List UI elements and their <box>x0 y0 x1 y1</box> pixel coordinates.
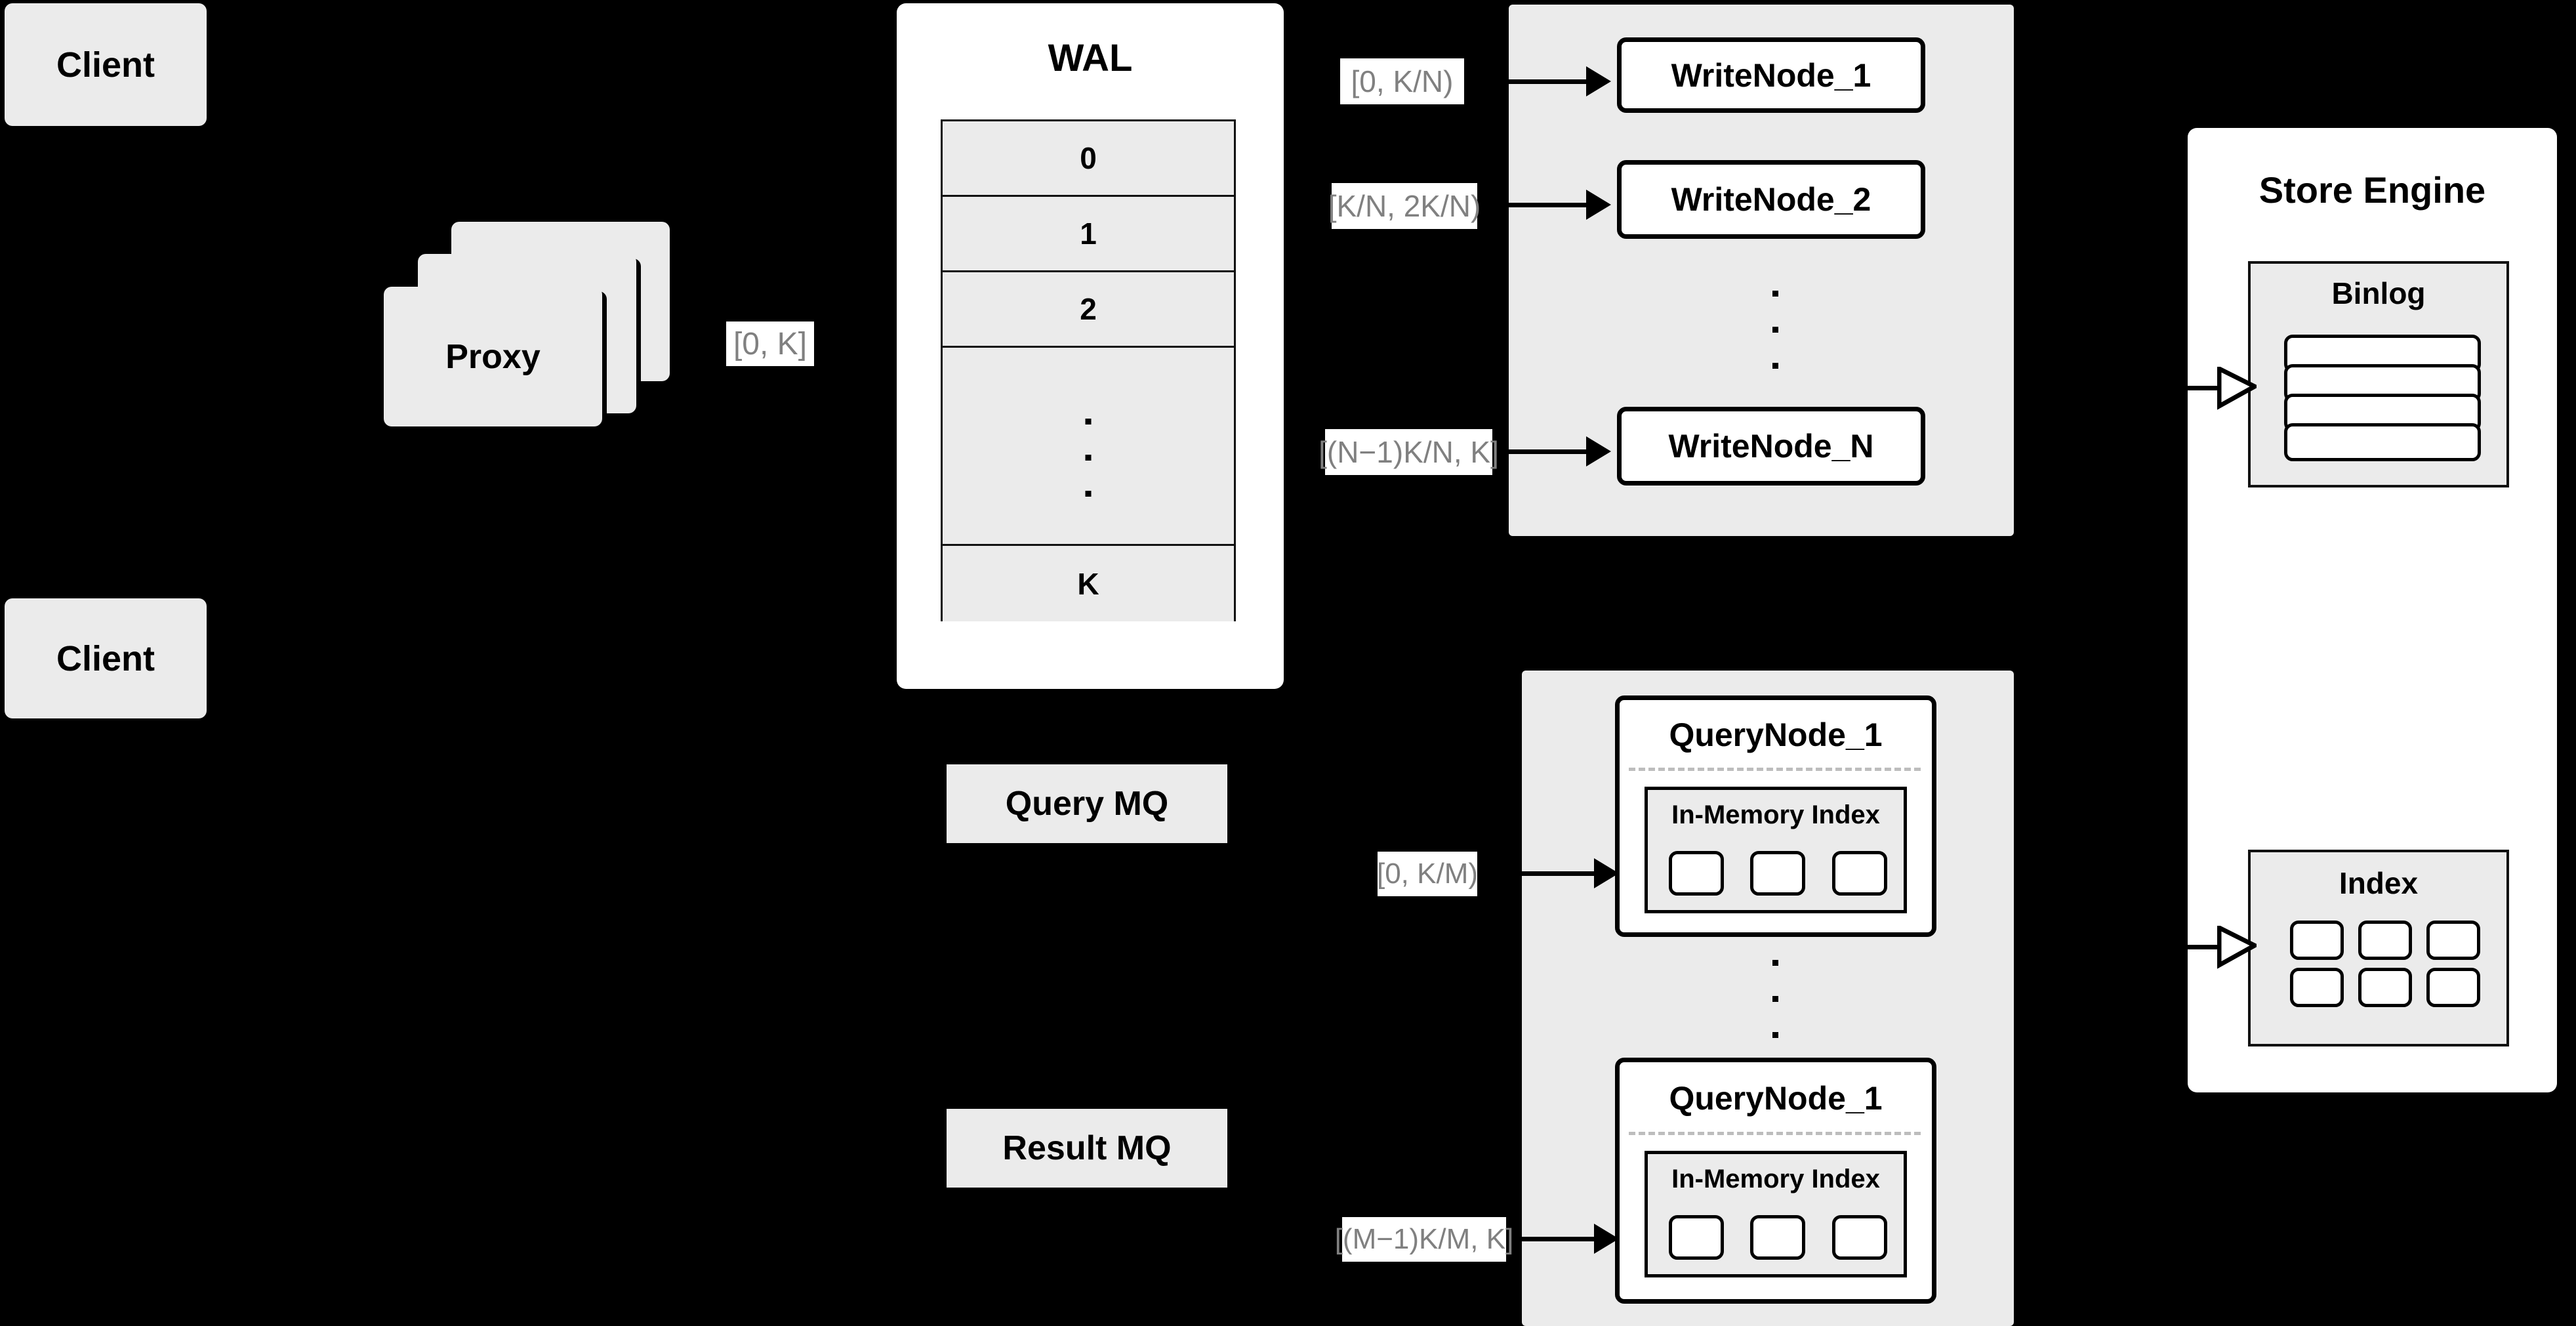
index-title: Index <box>2339 866 2419 900</box>
write-node-2-range-label: [K/N, 2K/N) <box>1328 183 1481 229</box>
query-node-2-box[interactable]: QueryNode_1 In-Memory Index <box>1615 1058 1936 1304</box>
client-label-2: Client <box>56 638 155 678</box>
index-cell-r2c1[interactable] <box>2290 968 2344 1007</box>
write-node-2-label: WriteNode_2 <box>1671 181 1871 218</box>
client-box-2[interactable]: Client <box>5 598 207 718</box>
query-node-1-range-label: [0, K/M) <box>1377 852 1478 896</box>
index-box: Index <box>2248 850 2509 1046</box>
query-node-1-divider <box>1629 768 1921 771</box>
query-node-2-slot-2[interactable] <box>1750 1215 1805 1260</box>
index-cell-r1c3[interactable] <box>2426 921 2480 960</box>
proxy-label: Proxy <box>445 337 541 376</box>
client-box-1[interactable]: Client <box>5 3 207 126</box>
wal-row-0: 0 <box>943 121 1234 197</box>
query-node-2-label: QueryNode_1 <box>1669 1080 1883 1117</box>
wal-row-k: K <box>943 546 1234 621</box>
wal-title: WAL <box>1048 37 1133 79</box>
proxy-output-range-label: [0, K] <box>726 321 814 366</box>
query-node-1-arrow-line <box>1522 871 1607 876</box>
write-cluster-vertical-ellipsis <box>1772 276 1778 384</box>
write-node-n-arrow-head <box>1586 436 1611 466</box>
write-node-n-range-label: [(N−1)K/N, K] <box>1319 429 1499 475</box>
write-node-1-range-label: [0, K/N) <box>1340 58 1464 104</box>
query-node-2-slot-3[interactable] <box>1832 1215 1887 1260</box>
write-node-n-label: WriteNode_N <box>1668 428 1874 465</box>
query-node-2-arrow-head <box>1594 1224 1619 1254</box>
wal-table: 0 1 2 K <box>941 119 1236 621</box>
write-node-n-arrow-line <box>1509 449 1601 454</box>
result-mq-box[interactable]: Result MQ <box>947 1109 1227 1188</box>
query-node-1-inner-index: In-Memory Index <box>1645 787 1907 913</box>
index-cell-r1c2[interactable] <box>2358 921 2412 960</box>
query-mq-box[interactable]: Query MQ <box>947 764 1227 843</box>
query-node-2-inner-title: In-Memory Index <box>1671 1165 1880 1193</box>
binlog-arrow-head-open <box>2217 367 2257 410</box>
store-engine-title: Store Engine <box>2259 169 2486 211</box>
write-node-2-arrow-line <box>1509 203 1601 207</box>
query-node-1-inner-title: In-Memory Index <box>1671 800 1880 829</box>
wal-row-2: 2 <box>943 272 1234 348</box>
client-label-1: Client <box>56 45 155 85</box>
write-node-1-label: WriteNode_1 <box>1671 56 1871 94</box>
proxy-card-front[interactable]: Proxy <box>384 287 602 426</box>
write-node-2-box[interactable]: WriteNode_2 <box>1617 160 1925 239</box>
binlog-arrow-line <box>2186 386 2230 390</box>
query-node-2-slot-1[interactable] <box>1669 1215 1724 1260</box>
query-node-1-box[interactable]: QueryNode_1 In-Memory Index <box>1615 695 1936 937</box>
write-node-1-arrow-head <box>1586 66 1611 96</box>
binlog-box: Binlog <box>2248 261 2509 487</box>
query-cluster-vertical-ellipsis <box>1772 945 1778 1053</box>
write-node-n-box[interactable]: WriteNode_N <box>1617 407 1925 486</box>
wal-vertical-ellipsis <box>1085 404 1092 512</box>
query-mq-label: Query MQ <box>1005 785 1169 823</box>
binlog-row-4[interactable] <box>2284 423 2481 461</box>
query-node-2-arrow-line <box>1522 1237 1607 1241</box>
write-node-1-arrow-line <box>1509 79 1601 84</box>
query-node-1-slot-1[interactable] <box>1669 851 1724 896</box>
query-node-1-slot-3[interactable] <box>1832 851 1887 896</box>
index-cell-r1c1[interactable] <box>2290 921 2344 960</box>
query-node-1-slot-2[interactable] <box>1750 851 1805 896</box>
write-node-2-arrow-head <box>1586 190 1611 220</box>
index-cell-r2c3[interactable] <box>2426 968 2480 1007</box>
wal-row-ellipsis <box>943 348 1234 546</box>
binlog-title: Binlog <box>2331 276 2426 310</box>
query-node-2-divider <box>1629 1132 1921 1135</box>
index-arrow-line <box>2186 945 2230 949</box>
wal-row-1: 1 <box>943 197 1234 272</box>
result-mq-label: Result MQ <box>1002 1129 1172 1167</box>
index-cell-r2c2[interactable] <box>2358 968 2412 1007</box>
query-node-1-label: QueryNode_1 <box>1669 716 1883 753</box>
index-arrow-head-open <box>2217 926 2257 969</box>
write-node-1-box[interactable]: WriteNode_1 <box>1617 37 1925 113</box>
query-node-2-range-label: [(M−1)K/M, K] <box>1335 1217 1513 1262</box>
query-node-1-arrow-head <box>1594 858 1619 888</box>
query-node-2-inner-index: In-Memory Index <box>1645 1151 1907 1277</box>
